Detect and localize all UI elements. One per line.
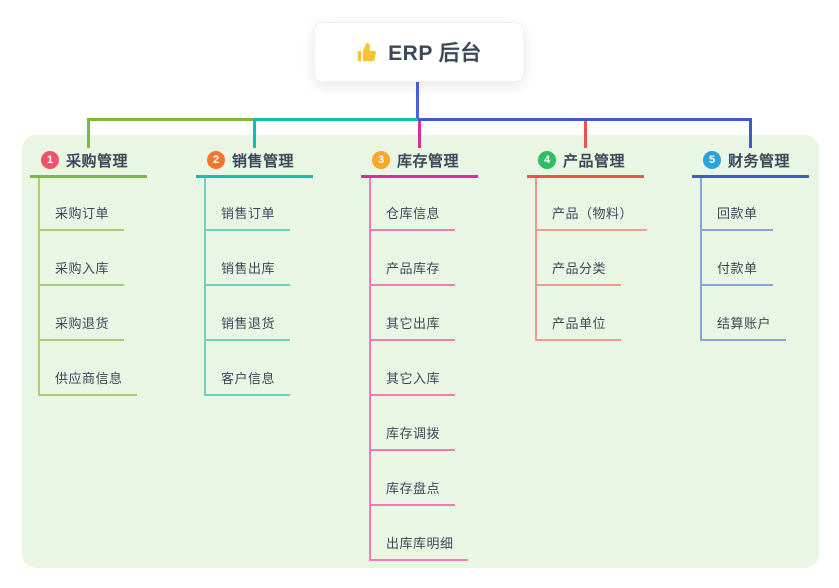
branch-4-child-1[interactable]: 产品（物料） bbox=[552, 206, 634, 221]
branch-1-child-1-underline bbox=[38, 229, 124, 231]
branch-3-label: 库存管理 bbox=[397, 152, 460, 170]
branch-1-child-2[interactable]: 采购入库 bbox=[55, 261, 110, 276]
branch-3-child-7[interactable]: 出库库明细 bbox=[386, 536, 454, 551]
branch-4-child-1-underline bbox=[535, 229, 647, 231]
branch-2-child-2-underline bbox=[204, 284, 290, 286]
branch-1-child-2-underline bbox=[38, 284, 124, 286]
thumbs-up-icon bbox=[356, 41, 379, 64]
root-label: ERP 后台 bbox=[388, 42, 482, 65]
branch-4-underline bbox=[527, 175, 644, 178]
branch-3-child-3-underline bbox=[369, 339, 455, 341]
branch-5-child-2-underline bbox=[700, 284, 773, 286]
branch-2-child-3[interactable]: 销售退货 bbox=[221, 316, 276, 331]
branch-3-badge: 3 bbox=[372, 151, 390, 169]
root-node[interactable]: ERP 后台 bbox=[314, 22, 524, 82]
branch-3-child-6-underline bbox=[369, 504, 455, 506]
branch-3-child-2[interactable]: 产品库存 bbox=[386, 261, 441, 276]
branch-3-drop-line bbox=[418, 121, 421, 148]
branch-1-label: 采购管理 bbox=[66, 152, 129, 170]
branch-2-underline bbox=[196, 175, 313, 178]
branch-3-child-5[interactable]: 库存调拨 bbox=[386, 426, 441, 441]
spine-segment-3 bbox=[418, 118, 752, 121]
branch-5-child-1[interactable]: 回款单 bbox=[717, 206, 758, 221]
branch-2-child-1[interactable]: 销售订单 bbox=[221, 206, 276, 221]
branch-2-child-rail bbox=[204, 178, 206, 396]
branch-5-underline bbox=[692, 175, 809, 178]
branch-3-child-6[interactable]: 库存盘点 bbox=[386, 481, 441, 496]
branch-2-child-4[interactable]: 客户信息 bbox=[221, 371, 276, 386]
branch-4-label: 产品管理 bbox=[563, 152, 626, 170]
background-panel bbox=[22, 135, 819, 568]
branch-3-child-5-underline bbox=[369, 449, 455, 451]
branch-3-underline bbox=[361, 175, 478, 178]
root-stem-line bbox=[415, 82, 419, 118]
branch-4-drop-line bbox=[584, 121, 587, 148]
branch-2-child-2[interactable]: 销售出库 bbox=[221, 261, 276, 276]
branch-3-node[interactable]: 3 库存管理 bbox=[372, 148, 459, 172]
branch-3-child-1-underline bbox=[369, 229, 455, 231]
branch-1-child-1[interactable]: 采购订单 bbox=[55, 206, 110, 221]
branch-3-child-7-underline bbox=[369, 559, 468, 561]
branch-1-badge: 1 bbox=[41, 151, 59, 169]
branch-1-child-3[interactable]: 采购退货 bbox=[55, 316, 110, 331]
branch-4-child-2-underline bbox=[535, 284, 621, 286]
branch-1-underline bbox=[30, 175, 147, 178]
branch-3-child-1[interactable]: 仓库信息 bbox=[386, 206, 441, 221]
branch-1-node[interactable]: 1 采购管理 bbox=[41, 148, 128, 172]
branch-5-child-2[interactable]: 付款单 bbox=[717, 261, 758, 276]
branch-1-child-rail bbox=[38, 178, 40, 396]
branch-2-drop-line bbox=[253, 121, 256, 148]
branch-5-child-3-underline bbox=[700, 339, 786, 341]
branch-4-child-3[interactable]: 产品单位 bbox=[552, 316, 607, 331]
branch-1-drop-line bbox=[87, 118, 90, 148]
branch-2-child-4-underline bbox=[204, 394, 290, 396]
branch-5-child-3[interactable]: 结算账户 bbox=[717, 316, 772, 331]
branch-4-badge: 4 bbox=[538, 151, 556, 169]
branch-2-badge: 2 bbox=[207, 151, 225, 169]
branch-5-child-1-underline bbox=[700, 229, 773, 231]
branch-4-node[interactable]: 4 产品管理 bbox=[538, 148, 625, 172]
branch-2-child-1-underline bbox=[204, 229, 290, 231]
branch-3-child-4[interactable]: 其它入库 bbox=[386, 371, 441, 386]
branch-3-child-4-underline bbox=[369, 394, 455, 396]
branch-4-child-3-underline bbox=[535, 339, 621, 341]
branch-2-node[interactable]: 2 销售管理 bbox=[207, 148, 294, 172]
branch-4-child-rail bbox=[535, 178, 537, 341]
branch-3-child-rail bbox=[369, 178, 371, 561]
branch-5-badge: 5 bbox=[703, 151, 721, 169]
branch-5-drop-line bbox=[749, 118, 752, 148]
branch-4-child-2[interactable]: 产品分类 bbox=[552, 261, 607, 276]
branch-5-child-rail bbox=[700, 178, 702, 341]
branch-5-label: 财务管理 bbox=[728, 152, 791, 170]
branch-5-node[interactable]: 5 财务管理 bbox=[703, 148, 790, 172]
branch-1-child-3-underline bbox=[38, 339, 124, 341]
spine-segment-1 bbox=[87, 118, 253, 121]
branch-1-child-4[interactable]: 供应商信息 bbox=[55, 371, 123, 386]
branch-3-child-3[interactable]: 其它出库 bbox=[386, 316, 441, 331]
branch-1-child-4-underline bbox=[38, 394, 137, 396]
branch-3-child-2-underline bbox=[369, 284, 455, 286]
branch-2-label: 销售管理 bbox=[232, 152, 295, 170]
branch-2-child-3-underline bbox=[204, 339, 290, 341]
spine-segment-2 bbox=[253, 118, 418, 121]
